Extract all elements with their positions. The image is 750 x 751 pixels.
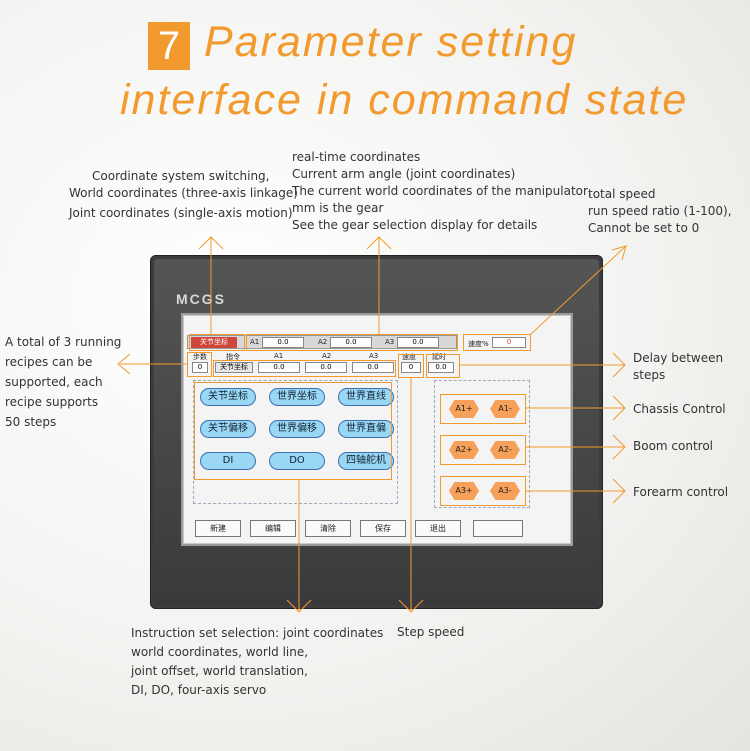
step-a1-label: A1 bbox=[274, 352, 284, 360]
cmd-world-coord-button[interactable]: 世界坐标 bbox=[269, 388, 325, 406]
callout-box-realtime bbox=[246, 334, 458, 351]
annotation-delay: Delay between steps bbox=[633, 351, 724, 382]
callout-box-step-values bbox=[213, 360, 396, 377]
step-count-input[interactable]: 0 bbox=[192, 362, 208, 373]
axis-a2-value: 0.0 bbox=[330, 337, 372, 348]
annotation-total-speed: total speed run speed ratio (1-100), Can… bbox=[588, 187, 732, 235]
callout-box-step-count bbox=[187, 352, 212, 377]
callout-box-chassis bbox=[440, 394, 526, 424]
step-count-label: 步数 bbox=[193, 353, 207, 361]
section-number: 7 bbox=[148, 22, 190, 70]
command-select[interactable]: 关节坐标 bbox=[215, 362, 253, 373]
axis-a1-label: A1 bbox=[250, 338, 260, 346]
new-button[interactable]: 新建 bbox=[195, 520, 241, 537]
jog-panel bbox=[434, 380, 530, 508]
delay-label: 延时 bbox=[432, 353, 446, 361]
coord-mode-toggle[interactable]: 关节坐标 bbox=[191, 337, 237, 348]
callout-box-boom bbox=[440, 435, 526, 465]
jog-a2-minus-button[interactable]: A2- bbox=[490, 441, 520, 459]
edit-button[interactable]: 编辑 bbox=[250, 520, 296, 537]
blank-button[interactable] bbox=[473, 520, 523, 537]
total-speed-input[interactable]: 0 bbox=[492, 337, 526, 348]
axis-a3-value: 0.0 bbox=[397, 337, 439, 348]
cmd-joint-offset-button[interactable]: 关节偏移 bbox=[200, 420, 256, 438]
step-speed-input[interactable]: 0 bbox=[401, 362, 421, 373]
jog-a1-plus-button[interactable]: A1+ bbox=[449, 400, 479, 418]
delay-input[interactable]: 0.0 bbox=[428, 362, 454, 373]
callout-box-total-speed bbox=[463, 334, 531, 351]
jog-a3-minus-button[interactable]: A3- bbox=[490, 482, 520, 500]
annotation-forearm: Forearm control bbox=[633, 485, 729, 499]
annotation-recipes: A total of 3 running recipes can be supp… bbox=[5, 335, 122, 429]
annotation-realtime: real-time coordinates Current arm angle … bbox=[292, 150, 592, 232]
annotation-coord-switch: Coordinate system switching, bbox=[92, 169, 270, 183]
annotation-boom: Boom control bbox=[633, 439, 714, 453]
axis-a1-value: 0.0 bbox=[262, 337, 304, 348]
page-title-line1: Parameter setting bbox=[204, 18, 578, 66]
cmd-di-button[interactable]: DI bbox=[200, 452, 256, 470]
cmd-do-button[interactable]: DO bbox=[269, 452, 325, 470]
step-a2-input[interactable]: 0.0 bbox=[305, 362, 347, 373]
cmd-joint-coord-button[interactable]: 关节坐标 bbox=[200, 388, 256, 406]
total-speed-label: 速度% bbox=[468, 340, 489, 348]
step-a2-label: A2 bbox=[322, 352, 332, 360]
exit-button[interactable]: 退出 bbox=[415, 520, 461, 537]
save-button[interactable]: 保存 bbox=[360, 520, 406, 537]
annotation-instruction: Instruction set selection: joint coordin… bbox=[131, 626, 384, 697]
step-a3-label: A3 bbox=[369, 352, 379, 360]
cmd-four-axis-servo-button[interactable]: 四轴舵机 bbox=[338, 452, 394, 470]
annotation-chassis: Chassis Control bbox=[633, 402, 726, 416]
page-title-line2: interface in command state bbox=[120, 76, 689, 124]
step-a3-input[interactable]: 0.0 bbox=[352, 362, 394, 373]
jog-a3-plus-button[interactable]: A3+ bbox=[449, 482, 479, 500]
annotation-coord-switch-3: Joint coordinates (single-axis motion) bbox=[69, 206, 293, 220]
callout-box-forearm bbox=[440, 476, 526, 506]
command-label: 指令 bbox=[226, 353, 240, 361]
cmd-world-line-button[interactable]: 世界直线 bbox=[338, 388, 394, 406]
annotation-step-speed: Step speed bbox=[397, 625, 465, 639]
command-panel bbox=[193, 380, 398, 504]
jog-a2-plus-button[interactable]: A2+ bbox=[449, 441, 479, 459]
brand-logo: MCGS bbox=[176, 291, 226, 307]
jog-a1-minus-button[interactable]: A1- bbox=[490, 400, 520, 418]
step-a1-input[interactable]: 0.0 bbox=[258, 362, 300, 373]
callout-box-step-speed bbox=[398, 354, 424, 378]
clear-button[interactable]: 清除 bbox=[305, 520, 351, 537]
cmd-world-offset-button[interactable]: 世界偏移 bbox=[269, 420, 325, 438]
callout-box-command bbox=[194, 382, 392, 480]
realtime-bar bbox=[187, 335, 457, 349]
step-speed-label: 速度 bbox=[402, 353, 416, 361]
axis-a3-label: A3 bbox=[385, 338, 395, 346]
cmd-world-line-offset-button[interactable]: 世界直偏 bbox=[338, 420, 394, 438]
axis-a2-label: A2 bbox=[318, 338, 328, 346]
callout-box-delay bbox=[426, 354, 460, 378]
callout-box-coord-mode bbox=[189, 334, 245, 351]
annotation-coord-switch-2: World coordinates (three-axis linkage) bbox=[69, 186, 298, 200]
